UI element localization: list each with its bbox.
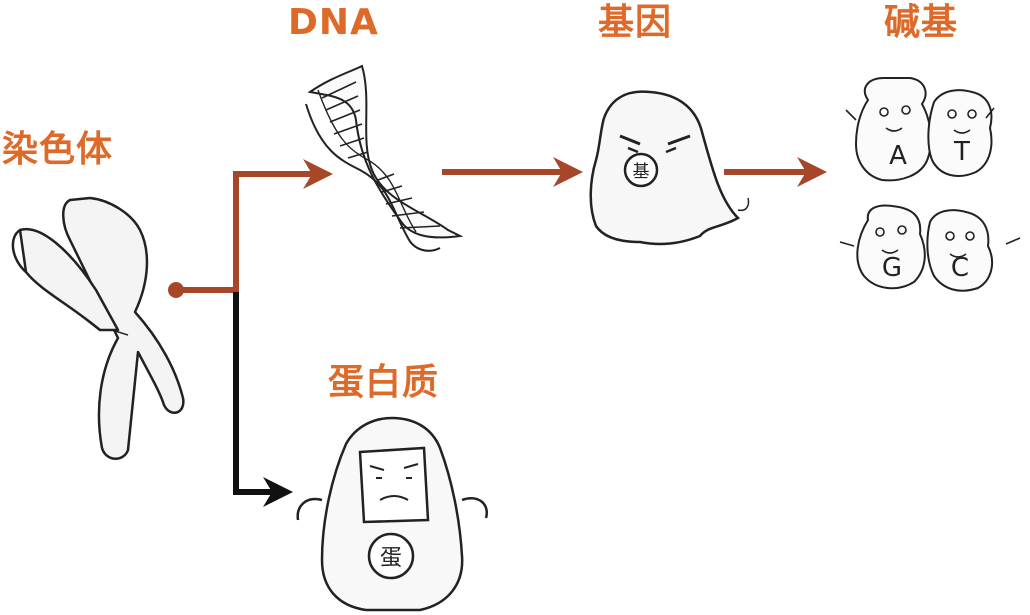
connector-lines	[168, 157, 827, 507]
base-letter-t: T	[953, 137, 970, 167]
base-label: 碱基	[884, 2, 959, 43]
protein-creature-icon: 蛋	[296, 416, 489, 612]
chromosome-icon	[11, 196, 185, 460]
chromosome-label: 染色体	[2, 129, 114, 170]
base-letter-c: C	[951, 253, 969, 283]
gene-badge: 基	[633, 162, 650, 182]
dna-helix-icon	[305, 64, 464, 252]
base-creatures-icon: A T G C	[839, 77, 1021, 292]
protein-badge: 蛋	[380, 546, 402, 571]
protein-label: 蛋白质	[328, 362, 440, 403]
dna-label: DNA	[288, 2, 379, 43]
gene-label: 基因	[598, 2, 673, 43]
base-letter-a: A	[889, 141, 907, 171]
gene-ghost-icon: 基	[589, 90, 750, 246]
base-letter-g: G	[882, 253, 902, 283]
